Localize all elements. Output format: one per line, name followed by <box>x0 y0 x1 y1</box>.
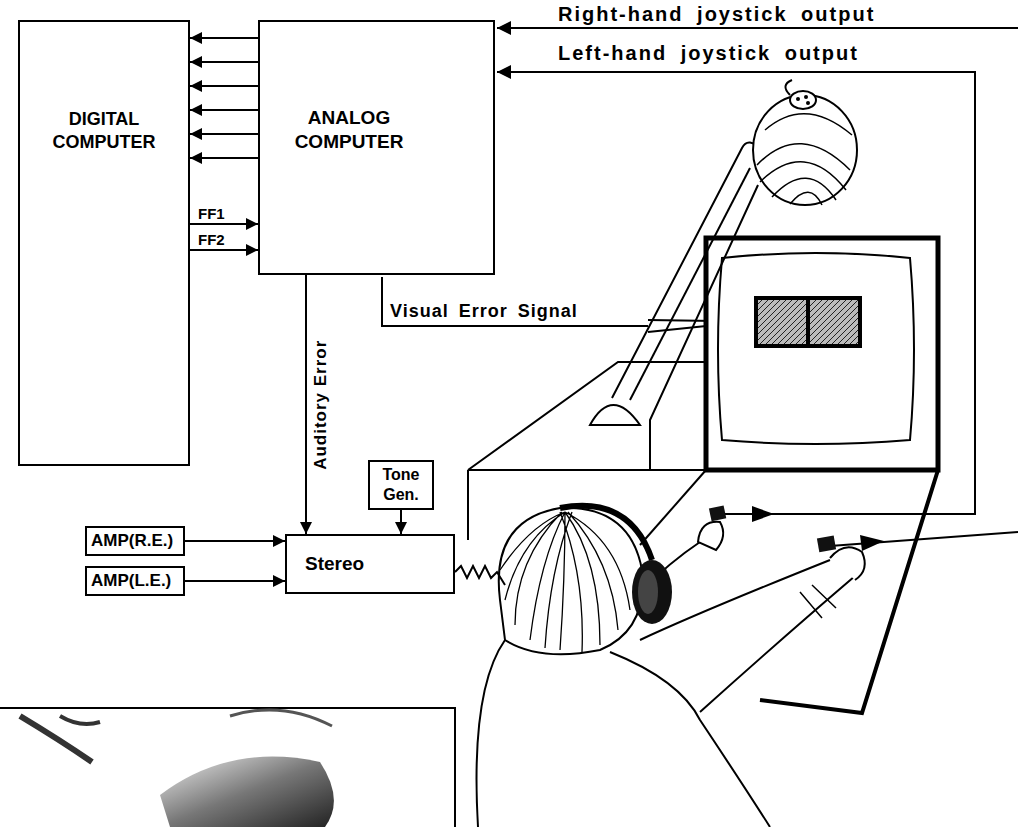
signal-label: Visual Error Signal <box>388 301 580 322</box>
signal-label: Left-hand joystick output <box>556 42 861 65</box>
generator-box: Tone Gen. <box>368 460 434 510</box>
signal-label: FF1 <box>196 205 227 222</box>
signal-label: Right-hand joystick output <box>556 3 877 26</box>
node-text: ANALOG COMPUTER <box>274 106 424 154</box>
signal-arrow <box>305 275 307 534</box>
computer-box: ANALOG COMPUTER <box>258 20 495 275</box>
node-label: AMP(R.E.) <box>91 530 173 551</box>
signal-arrow <box>190 61 258 63</box>
computer-box: DIGITAL COMPUTER <box>18 20 190 466</box>
node-text: DIGITAL COMPUTER <box>32 108 176 153</box>
node-label: Stereo <box>305 552 364 576</box>
signal-arrow <box>190 223 258 225</box>
node-label: ANALOG COMPUTER <box>274 106 424 154</box>
signal-arrow <box>190 37 258 39</box>
signal-arrow <box>190 133 258 135</box>
node-text: AMP(R.E.) <box>91 530 173 551</box>
signal-arrow <box>190 109 258 111</box>
node-label: Tone Gen. <box>374 465 428 505</box>
node-text: Stereo <box>305 552 364 576</box>
signal-arrow <box>190 157 258 159</box>
node-label: AMP(L.E.) <box>91 570 171 591</box>
signal-arrow <box>185 580 285 582</box>
signal-arrow <box>185 540 285 542</box>
node-text: AMP(L.E.) <box>91 570 171 591</box>
stereo-box: Stereo <box>285 534 455 594</box>
signal-label: Auditory Error <box>311 337 331 471</box>
amplifier-box: AMP(R.E.) <box>85 526 185 556</box>
amplifier-box: AMP(L.E.) <box>85 566 185 596</box>
signal-arrow <box>190 85 258 87</box>
signal-arrow <box>400 510 402 534</box>
signal-arrow <box>190 249 258 251</box>
node-text: Tone Gen. <box>374 465 428 505</box>
node-label: DIGITAL COMPUTER <box>32 108 176 153</box>
signal-label: FF2 <box>196 231 227 248</box>
